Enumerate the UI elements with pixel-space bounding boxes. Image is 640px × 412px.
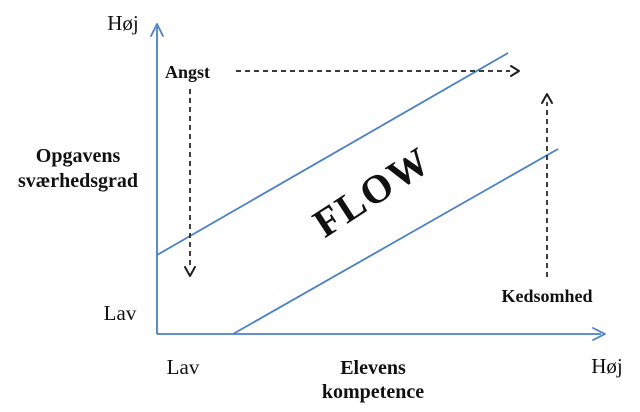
x-axis-arrowhead-icon (592, 327, 606, 341)
x-axis-title-line1: Elevens (340, 357, 406, 379)
anxiety-zone-label: Angst (165, 62, 210, 82)
y-axis-high-label: Høj (107, 11, 139, 35)
x-axis-low-label: Lav (167, 355, 200, 379)
anxiety-vertical-arrowhead-icon (184, 266, 196, 277)
flow-channel-lower-line (232, 148, 559, 335)
anxiety-horizontal-arrowhead-icon (510, 65, 520, 77)
y-axis-low-label: Lav (104, 301, 137, 325)
boredom-zone-label: Kedsomhed (501, 286, 592, 306)
flow-zone-label: FLOW (305, 137, 439, 246)
x-axis-title-line2: kompetence (322, 381, 424, 403)
y-axis-title-line1: Opgavens (36, 145, 121, 167)
boredom-vertical-arrowhead-icon (541, 93, 553, 104)
flow-channel-upper-line (156, 52, 509, 256)
x-axis-high-label: Høj (591, 354, 623, 378)
y-axis-title-line2: sværhedsgrad (18, 170, 138, 192)
y-axis-arrowhead-icon (150, 23, 164, 37)
